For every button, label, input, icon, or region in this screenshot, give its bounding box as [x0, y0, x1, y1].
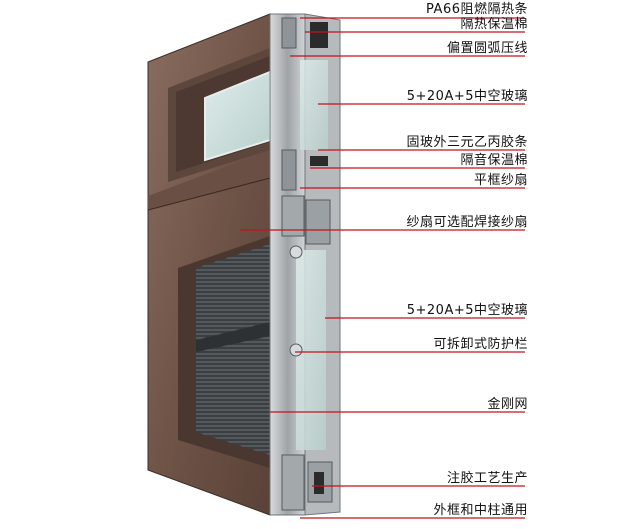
callout-label-c11: 金刚网	[487, 397, 528, 412]
callout-label-c13: 外框和中柱通用	[433, 503, 528, 518]
leader-lines	[240, 17, 525, 519]
callout-label-c6: 隔音保温棉	[460, 153, 528, 168]
callout-label-c9: 5+20A+5中空玻璃	[406, 303, 528, 318]
callout-label-c8: 纱扇可选配焊接纱扇	[406, 215, 528, 230]
callout-label-c4: 5+20A+5中空玻璃	[406, 89, 528, 104]
window-frame	[147, 13, 271, 516]
callout-label-c1: PA66阻燃隔热条	[426, 2, 528, 17]
callout-label-c7: 平框纱扇	[473, 173, 528, 188]
callout-label-c5: 固玻外三元乙丙胶条	[406, 135, 528, 150]
callout-label-c3: 偏置圆弧压线	[446, 41, 528, 56]
callout-label-c10: 可拆卸式防护栏	[433, 337, 528, 352]
callout-label-c12: 注胶工艺生产	[446, 471, 528, 486]
profile-cross-section	[269, 13, 341, 516]
callout-label-c2: 隔热保温棉	[460, 17, 528, 32]
